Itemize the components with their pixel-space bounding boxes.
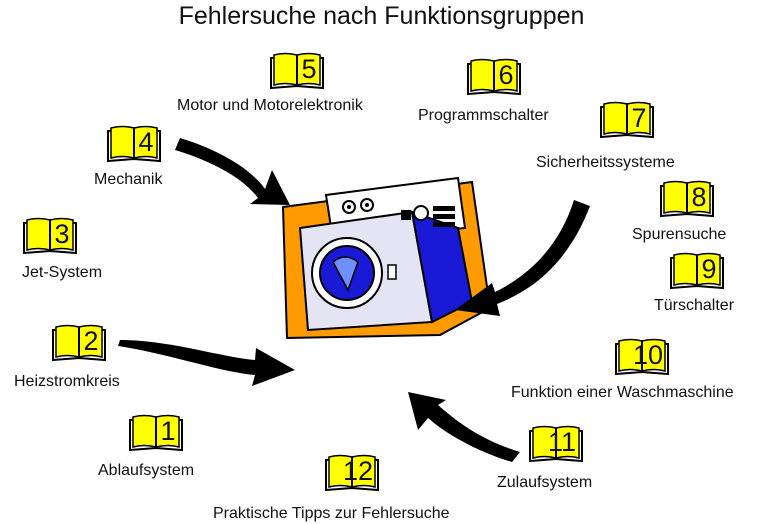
topic-number: 6 bbox=[498, 60, 514, 90]
topic-label[interactable]: Zulaufsystem bbox=[497, 474, 593, 491]
topic-number: 8 bbox=[691, 182, 707, 212]
book-icon[interactable]: 2 bbox=[50, 324, 108, 362]
topic-number: 2 bbox=[83, 326, 99, 356]
topic-label[interactable]: Türschalter bbox=[654, 297, 735, 314]
topic-label[interactable]: Ablaufsystem bbox=[98, 462, 195, 479]
topic-number: 7 bbox=[631, 103, 647, 133]
topic-label[interactable]: Jet-System bbox=[22, 264, 103, 281]
topic-number: 3 bbox=[54, 219, 70, 249]
arrow-from-heizstromkreis bbox=[118, 340, 295, 386]
topic-number: 5 bbox=[301, 54, 317, 84]
book-icon[interactable]: 3 bbox=[21, 217, 79, 255]
topic-label[interactable]: Praktische Tipps zur Fehlersuche bbox=[213, 505, 450, 522]
topic-label[interactable]: Funktion einer Waschmaschine bbox=[511, 384, 734, 401]
topic-label[interactable]: Spurensuche bbox=[632, 226, 727, 243]
book-icon[interactable]: 12 bbox=[323, 454, 381, 492]
topic-label[interactable]: Sicherheitssysteme bbox=[536, 154, 675, 171]
arrow-from-zulaufsystem bbox=[408, 392, 520, 462]
topic-label[interactable]: Mechanik bbox=[94, 171, 163, 188]
book-icon[interactable]: 6 bbox=[465, 58, 523, 96]
topic-label[interactable]: Motor und Motorelektronik bbox=[177, 97, 363, 114]
page-title: Fehlersuche nach Funktionsgruppen bbox=[178, 2, 585, 30]
book-icon[interactable]: 4 bbox=[105, 125, 163, 163]
topic-label[interactable]: Programmschalter bbox=[418, 107, 549, 124]
arrow-from-sicherheitssysteme bbox=[455, 200, 590, 316]
washing-machine-illustration bbox=[281, 176, 492, 340]
book-icon[interactable]: 9 bbox=[668, 252, 726, 290]
book-icon[interactable]: 5 bbox=[268, 52, 326, 90]
topic-number: 11 bbox=[547, 427, 577, 457]
book-icon[interactable]: 10 bbox=[613, 338, 671, 376]
topic-label[interactable]: Heizstromkreis bbox=[14, 373, 120, 390]
book-icon[interactable]: 7 bbox=[598, 101, 656, 139]
topic-number: 1 bbox=[160, 416, 176, 446]
topic-number: 9 bbox=[701, 254, 717, 284]
topic-number: 10 bbox=[632, 340, 664, 370]
arrow-from-mechanik bbox=[175, 138, 290, 205]
book-icon[interactable]: 11 bbox=[527, 425, 585, 463]
book-icon[interactable]: 8 bbox=[658, 180, 716, 218]
book-icon[interactable]: 1 bbox=[127, 414, 185, 452]
topic-number: 4 bbox=[138, 127, 154, 157]
topic-number: 12 bbox=[342, 456, 374, 486]
